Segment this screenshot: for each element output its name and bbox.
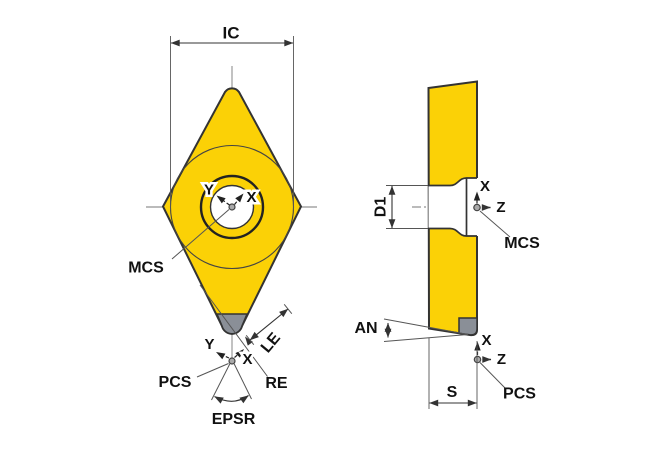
an-ray-lower <box>383 334 469 342</box>
epsr-ray-left <box>211 363 231 401</box>
mcs-z-axis-label: Z <box>496 199 505 216</box>
le-dimension-line <box>249 308 289 341</box>
side-view: D1 X Z MCS AN X Z PCS S <box>354 80 540 409</box>
pcs-leader-front <box>196 363 229 378</box>
mcs-label-side: MCS <box>504 235 540 252</box>
hole-y-axis <box>218 197 230 206</box>
mcs-x-axis-label: X <box>480 178 490 195</box>
mcs-origin-dot-side <box>473 203 481 212</box>
mcs-x-arrowhead <box>473 191 481 201</box>
mcs-origin-dot-front <box>228 203 236 211</box>
pcs-origin-dot-side <box>473 355 482 364</box>
pcs-label-side: PCS <box>503 386 536 403</box>
re-arrowhead <box>245 336 253 346</box>
mcs-label-front: MCS <box>128 260 164 277</box>
pcs-x-arrowhead <box>474 341 481 351</box>
epsr-label: EPSR <box>212 411 256 428</box>
hole-x-axis-label: X <box>246 189 256 206</box>
mcs-leader-side <box>479 210 511 238</box>
an-ray-upper <box>383 318 469 335</box>
tip-y-arrowhead <box>216 352 226 360</box>
le-label: LE <box>258 329 284 356</box>
epsr-arc <box>214 395 249 404</box>
hole-notch-profile <box>428 177 477 237</box>
cutting-tip-side <box>458 317 478 336</box>
pcs-origin-dot-front <box>228 357 236 365</box>
an-label: AN <box>354 320 377 337</box>
counterbore-circle <box>199 174 265 240</box>
cutting-tip-front <box>215 313 249 335</box>
pcs-z-axis-label: Z <box>497 351 506 368</box>
pcs-x-axis-label: X <box>481 332 491 349</box>
epsr-ray-right <box>233 363 252 400</box>
tip-x-arrowhead <box>235 349 244 358</box>
pcs-label-front: PCS <box>159 374 192 391</box>
hole-x-arrowhead <box>235 193 244 203</box>
ic-dimension-label: IC <box>223 24 240 43</box>
mcs-leader-front <box>171 209 230 260</box>
re-leader <box>199 284 268 377</box>
tip-x-axis-label: X <box>242 351 252 368</box>
tip-y-axis-label: Y <box>204 336 214 353</box>
front-view: IC MCS Y X RE LE Y X PCS <box>128 24 317 428</box>
hole-y-arrowhead <box>216 195 226 204</box>
s-label: S <box>447 384 458 401</box>
pcs-leader-side <box>479 362 507 390</box>
hole-notch-fill <box>428 178 479 236</box>
hole-y-axis-label: Y <box>204 182 214 199</box>
d1-label: D1 <box>373 197 390 218</box>
re-label: RE <box>265 375 288 392</box>
